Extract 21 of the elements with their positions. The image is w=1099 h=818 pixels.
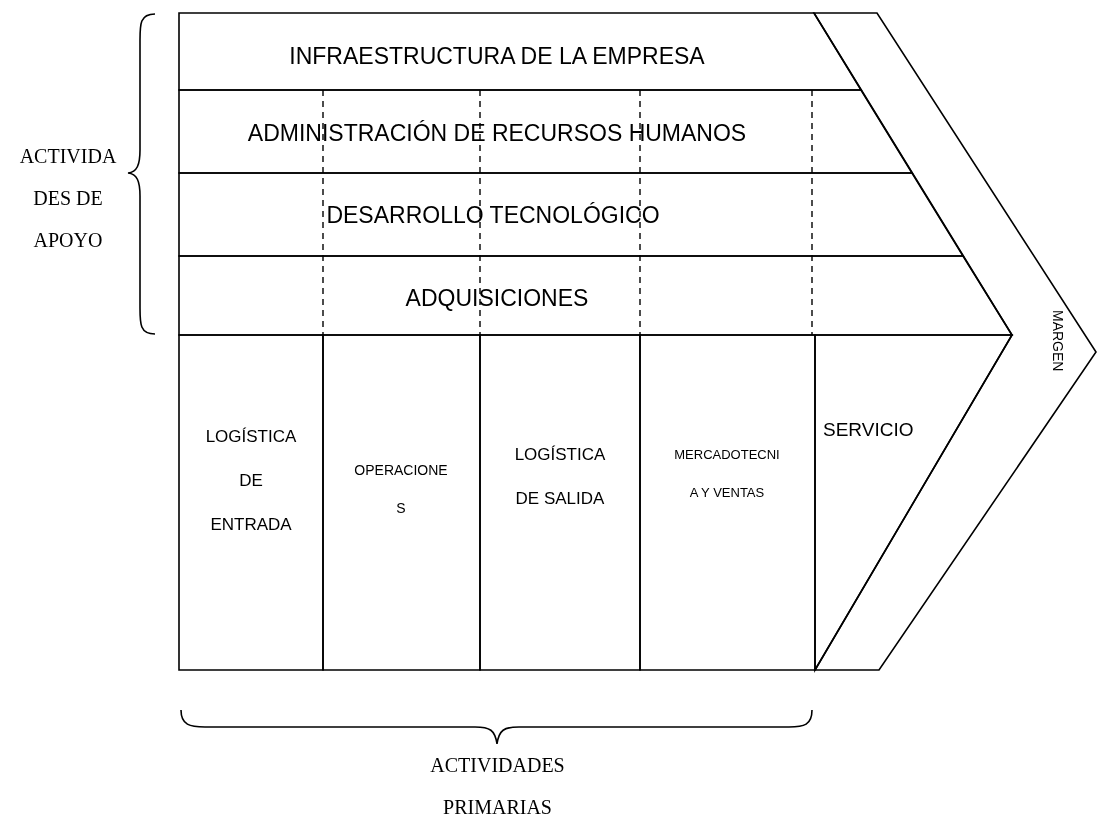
support-activity-band	[179, 256, 1012, 335]
support-activity-band	[179, 173, 963, 256]
group-label: ACTIVIDADES PRIMARIAS	[429, 753, 566, 818]
support-activity-band	[179, 13, 861, 90]
band-label: INFRAESTRUCTURA DE LA EMPRESA	[288, 42, 706, 70]
primary-activity-cell	[640, 335, 815, 670]
margin-label: MARGEN	[1049, 310, 1067, 372]
cell-label: LOGÍSTICA DE ENTRADA	[204, 426, 298, 536]
cell-label: MERCADOTECNI A Y VENTAS	[673, 446, 781, 502]
primary-activity-cell	[179, 335, 323, 670]
band-label: DESARROLLO TECNOLÓGICO	[325, 201, 661, 229]
band-label: ADMINISTRACIÓN DE RECURSOS HUMANOS	[246, 119, 748, 147]
primary-activity-cell	[480, 335, 640, 670]
support-activity-band	[179, 90, 912, 173]
cell-label: LOGÍSTICA DE SALIDA	[513, 444, 607, 510]
group-label: ACTIVIDA DES DE APOYO	[18, 144, 118, 253]
margin-chevron	[814, 13, 1096, 670]
band-label: ADQUISICIONES	[404, 284, 590, 312]
primary-activity-cell	[323, 335, 480, 670]
cell-label: SERVICIO	[823, 418, 915, 442]
cell-label: OPERACIONE S	[353, 461, 449, 518]
